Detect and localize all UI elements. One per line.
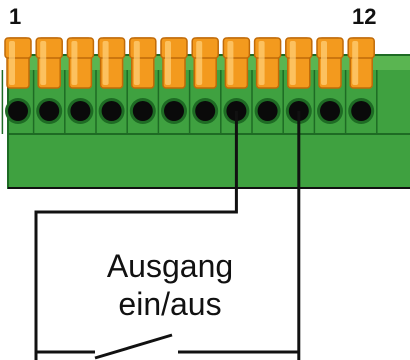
contact-hole-11 [320, 101, 340, 121]
lever-shine-1 [9, 41, 15, 85]
lever-cap-2 [35, 37, 63, 59]
lever-shine-4 [102, 41, 109, 85]
lever-shine-12 [352, 41, 359, 85]
lever-cap-1 [4, 37, 32, 59]
contact-hole-9 [257, 101, 278, 121]
contact-hole-7 [195, 101, 216, 121]
wire-pin-8 [34, 111, 238, 360]
pin-label-first: 1 [9, 4, 22, 29]
contact-hole-5 [132, 101, 153, 121]
lever-cap-4 [97, 37, 126, 59]
contact-hole-6 [164, 101, 184, 121]
lever-shine-7 [196, 41, 203, 85]
switch-label-line2: ein/aus [118, 286, 222, 322]
lever-cap-12 [347, 37, 375, 59]
lever-cap-9 [253, 37, 282, 59]
lever-cap-6 [160, 37, 188, 59]
lever-shine-10 [289, 41, 296, 85]
switch-blade [94, 333, 173, 360]
contact-hole-12 [351, 101, 372, 121]
contact-hole-1 [8, 101, 28, 121]
contact-hole-3 [70, 101, 91, 121]
lever-shine-3 [71, 41, 78, 85]
lever-shine-11 [321, 41, 327, 85]
lever-cap-7 [191, 37, 219, 59]
switch-label-line1: Ausgang [106, 248, 234, 284]
pin-label-last: 12 [352, 4, 377, 29]
contact-hole-4 [101, 101, 122, 121]
lever-cap-5 [129, 37, 157, 59]
lever-shine-8 [227, 41, 234, 85]
lever-shine-5 [133, 41, 140, 85]
lever-cap-11 [316, 37, 344, 59]
lever-shine-6 [165, 41, 171, 85]
lever-cap-3 [66, 37, 95, 59]
lever-shine-9 [258, 41, 265, 85]
lever-cap-10 [285, 37, 313, 59]
lever-shine-2 [40, 41, 47, 85]
contact-hole-2 [39, 101, 60, 121]
lever-cap-8 [222, 37, 251, 59]
